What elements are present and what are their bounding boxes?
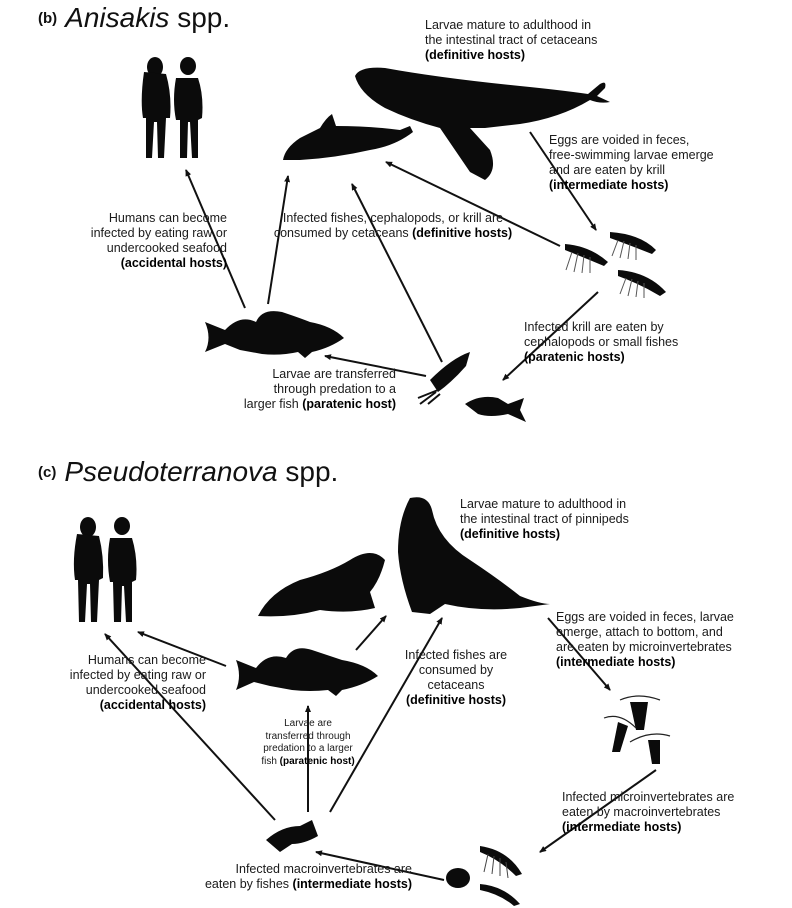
label-line: undercooked seafood (106, 241, 227, 255)
squid-icon (417, 352, 470, 405)
label-macro-c: Infected macroinvertebrates are eaten by… (190, 862, 412, 892)
label-line: undercooked seafood (85, 683, 206, 697)
label-line: through predation to a (273, 382, 396, 396)
label-line: cephalopods or small fishes (524, 335, 679, 349)
label-line: Larvae mature to adulthood in (425, 18, 592, 32)
host-type: (paratenic host) (302, 397, 396, 411)
host-type: (intermediate hosts) (556, 655, 676, 669)
label-micro-c: Infected microinvertebrates are eaten by… (562, 790, 734, 835)
label-humans-b: Humans can become infected by eating raw… (50, 211, 227, 271)
label-line: Infected fishes, cephalopods, or krill a… (282, 211, 504, 225)
small-fish-icon (266, 820, 318, 852)
label-line: eaten by fishes (204, 877, 293, 891)
arrows-panel-b (185, 131, 599, 381)
dolphin-icon (283, 114, 413, 160)
host-type: (definitive hosts) (405, 693, 506, 707)
cod-icon (205, 311, 344, 358)
label-line: cetaceans (427, 678, 485, 692)
species-suffix: spp. (169, 2, 231, 33)
label-consumed-b: Infected fishes, cephalopods, or krill a… (258, 211, 528, 241)
host-type: (intermediate hosts) (562, 820, 682, 834)
seal-icon (258, 553, 385, 617)
label-line: Infected macroinvertebrates are (235, 862, 412, 876)
label-eggs-b: Eggs are voided in feces, free-swimming … (549, 133, 714, 193)
label-transfer-b: Larvae are transferred through predation… (220, 367, 396, 412)
label-line: Larvae are transferred (272, 367, 396, 381)
label-line: larger fish (243, 397, 303, 411)
label-adult-b: Larvae mature to adulthood in the intest… (425, 18, 597, 63)
label-adult-c: Larvae mature to adulthood in the intest… (460, 497, 629, 542)
label-line: Infected fishes are (404, 648, 508, 662)
krill-icon (565, 232, 666, 298)
label-line: transferred through (265, 730, 351, 742)
label-line: Humans can become (87, 653, 206, 667)
label-line: Eggs are voided in feces, larvae (556, 610, 734, 624)
label-line: infected by eating raw or (90, 226, 227, 240)
label-line: Humans can become (108, 211, 227, 225)
humpback-whale-icon (355, 67, 610, 180)
label-line: the intestinal tract of pinnipeds (460, 512, 629, 526)
host-type: (intermediate hosts) (292, 877, 412, 891)
host-type: (accidental hosts) (120, 256, 227, 270)
host-type: (definitive hosts) (460, 527, 561, 541)
host-type: (accidental hosts) (99, 698, 206, 712)
host-type: (paratenic hosts) (524, 350, 625, 364)
panel-letter: (b) (38, 10, 58, 27)
host-type: (definitive hosts) (425, 48, 526, 62)
host-type: (paratenic host) (279, 755, 355, 767)
label-line: infected by eating raw or (69, 668, 206, 682)
label-consumed-c: Infected fishes are consumed by cetacean… (396, 648, 516, 708)
label-krill-b: Infected krill are eaten by cephalopods … (524, 320, 678, 365)
panel-letter: (c) (38, 464, 57, 481)
label-humans-c: Humans can become infected by eating raw… (40, 653, 206, 713)
amphipod-icon (446, 846, 522, 906)
label-line: fish (261, 755, 280, 767)
host-type: (definitive hosts) (412, 226, 513, 240)
copepod-icon (603, 695, 671, 764)
sea-lion-icon (398, 497, 550, 614)
arrows-panel-c (104, 615, 657, 881)
panel-b-title: (b) Anisakis spp. (38, 2, 230, 34)
label-line: eaten by macroinvertebrates (562, 805, 721, 819)
label-line: free-swimming larvae emerge (549, 148, 714, 162)
panel-c-title: (c) Pseudoterranova spp. (38, 456, 338, 488)
humans-icon (141, 57, 203, 158)
genus-name: Pseudoterranova (64, 456, 278, 487)
label-line: Infected krill are eaten by (524, 320, 664, 334)
label-line: Infected microinvertebrates are (562, 790, 735, 804)
label-transfer-c: Larvae are transferred through predation… (242, 718, 374, 768)
cod-icon (236, 648, 378, 696)
genus-name: Anisakis (65, 2, 170, 33)
label-line: consumed by (418, 663, 494, 677)
label-line: Larvae are (284, 718, 332, 729)
label-line: are eaten by microinvertebrates (556, 640, 732, 654)
label-line: emerge, attach to bottom, and (556, 625, 723, 639)
label-line: consumed by cetaceans (273, 226, 413, 240)
small-fish-icon (465, 396, 526, 422)
humans-icon (73, 517, 137, 622)
species-suffix: spp. (277, 456, 339, 487)
label-line: Eggs are voided in feces, (549, 133, 690, 147)
label-line: the intestinal tract of cetaceans (425, 33, 598, 47)
label-line: predation to a larger (263, 743, 353, 754)
label-eggs-c: Eggs are voided in feces, larvae emerge,… (556, 610, 734, 670)
label-line: and are eaten by krill (549, 163, 666, 177)
host-type: (intermediate hosts) (549, 178, 669, 192)
label-line: Larvae mature to adulthood in (460, 497, 627, 511)
